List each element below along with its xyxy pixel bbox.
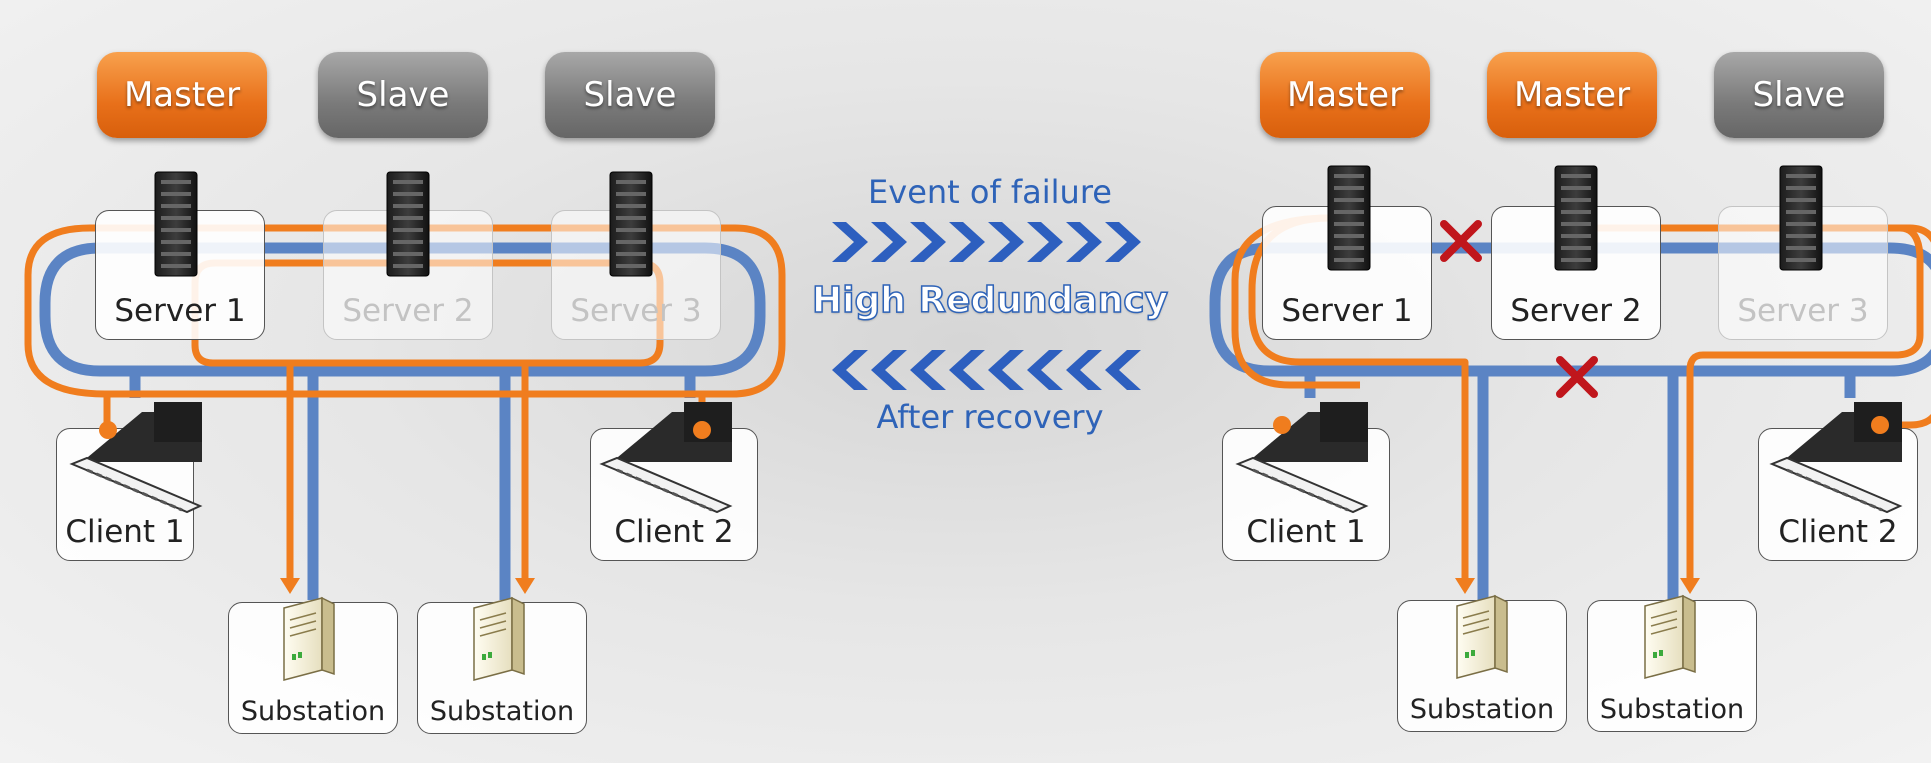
role-button-left-2: Slave	[318, 52, 488, 138]
server-label: Server 2	[342, 293, 474, 329]
substation-icon	[473, 597, 525, 681]
role-button-right-3: Slave	[1714, 52, 1884, 138]
substation-label: Substation	[240, 696, 386, 727]
forward-chevrons-icon	[832, 222, 1141, 262]
left-blue-link	[39, 242, 766, 600]
server-label: Server 3	[1737, 293, 1869, 329]
server-box-right-3: Server 3	[1718, 206, 1888, 340]
operator-console-icon	[1236, 400, 1370, 514]
substation-icon	[283, 597, 335, 681]
server-rack-icon	[386, 171, 430, 277]
role-button-left-1: Master	[97, 52, 267, 138]
role-button-right-1: Master	[1260, 52, 1430, 138]
arrow-head-icon	[280, 578, 300, 594]
operator-console-icon	[70, 400, 204, 514]
server-rack-icon	[609, 171, 653, 277]
event-of-failure-label: Event of failure	[868, 173, 1112, 211]
client-label: Client 1	[1246, 514, 1366, 550]
arrow-head-icon	[515, 578, 535, 594]
arrow-head-icon	[1680, 578, 1700, 594]
link-dot-icon	[1871, 416, 1889, 434]
server-label: Server 3	[570, 293, 702, 329]
after-recovery-label: After recovery	[876, 398, 1104, 436]
server-rack-icon	[1554, 165, 1598, 271]
client-label: Client 1	[65, 514, 185, 550]
operator-console-icon	[600, 400, 734, 514]
arrow-head-icon	[1455, 578, 1475, 594]
substation-icon	[1644, 595, 1696, 679]
link-dot-icon	[1273, 416, 1291, 434]
client-label: Client 2	[614, 514, 734, 550]
substation-label: Substation	[429, 696, 575, 727]
server-rack-icon	[1779, 165, 1823, 271]
server-rack-icon	[1327, 165, 1371, 271]
substation-label: Substation	[1599, 694, 1745, 725]
substation-icon	[1456, 595, 1508, 679]
server-label: Server 1	[114, 293, 246, 329]
high-redundancy-label: High Redundancy	[811, 279, 1169, 322]
server-box-right-1: Server 1	[1262, 206, 1432, 340]
link-dot-icon	[693, 421, 711, 439]
failure-x-icon	[1560, 360, 1594, 394]
client-label: Client 2	[1778, 514, 1898, 550]
link-dot-icon	[99, 421, 117, 439]
failure-x-icon	[1444, 224, 1478, 258]
role-button-right-2: Master	[1487, 52, 1657, 138]
server-rack-icon	[154, 171, 198, 277]
server-label: Server 1	[1281, 293, 1413, 329]
server-label: Server 2	[1510, 293, 1642, 329]
backward-chevrons-icon	[832, 350, 1141, 390]
role-button-left-3: Slave	[545, 52, 715, 138]
substation-label: Substation	[1409, 694, 1555, 725]
